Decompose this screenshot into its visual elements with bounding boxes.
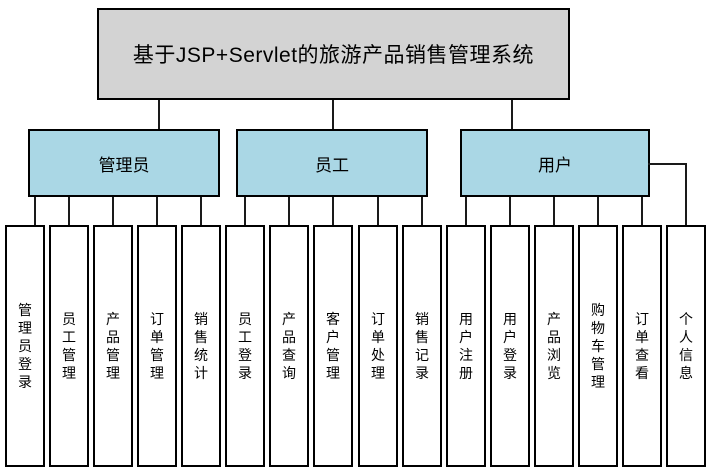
branch-admin-label: 管理员 bbox=[98, 155, 150, 175]
leaf-label: 产品浏览 bbox=[547, 311, 561, 381]
leaf-label: 客户管理 bbox=[326, 311, 340, 381]
leaf-label: 用户登录 bbox=[503, 311, 517, 381]
leaf-label: 产品管理 bbox=[106, 311, 120, 381]
connector-admin-leaf-3 bbox=[156, 197, 158, 225]
leaf-node-product-browse: 产品浏览 bbox=[534, 225, 574, 467]
branch-node-staff: 员工 bbox=[236, 129, 428, 197]
connector-admin-leaf-4 bbox=[200, 197, 202, 225]
connector-user-elbow-vertical bbox=[685, 163, 687, 225]
connector-user-leaf-1 bbox=[509, 197, 511, 225]
leaf-node-order-view: 订单查看 bbox=[622, 225, 662, 467]
leaf-node-order-process: 订单处理 bbox=[358, 225, 398, 467]
branch-staff-label: 员工 bbox=[315, 155, 349, 175]
connector-title-admin bbox=[158, 100, 160, 129]
leaf-label: 订单管理 bbox=[150, 311, 164, 381]
connector-staff-leaf-2 bbox=[332, 197, 334, 225]
leaf-label: 个人信息 bbox=[679, 311, 693, 381]
branch-node-user: 用户 bbox=[460, 129, 650, 197]
branch-user-label: 用户 bbox=[538, 155, 572, 175]
leaf-label: 产品查询 bbox=[282, 311, 296, 381]
leaf-node-user-login: 用户登录 bbox=[490, 225, 530, 467]
leaf-node-order-manage: 订单管理 bbox=[137, 225, 177, 467]
title-node: 基于JSP+Servlet的旅游产品销售管理系统 bbox=[97, 8, 570, 100]
leaf-label: 销售记录 bbox=[415, 311, 429, 381]
leaf-node-customer-manage: 客户管理 bbox=[313, 225, 353, 467]
connector-title-staff bbox=[332, 100, 334, 129]
connector-admin-leaf-0 bbox=[34, 197, 36, 225]
title-label: 基于JSP+Servlet的旅游产品销售管理系统 bbox=[132, 44, 535, 67]
leaf-node-product-manage: 产品管理 bbox=[93, 225, 133, 467]
leaf-node-user-register: 用户注册 bbox=[446, 225, 486, 467]
connector-staff-leaf-3 bbox=[377, 197, 379, 225]
branch-node-admin: 管理员 bbox=[28, 129, 220, 197]
connector-user-leaf-3 bbox=[597, 197, 599, 225]
leaf-label: 销售统计 bbox=[194, 311, 208, 381]
connector-staff-leaf-4 bbox=[421, 197, 423, 225]
leaf-label: 员工登录 bbox=[238, 311, 252, 381]
leaf-node-cart-manage: 购物车管理 bbox=[578, 225, 618, 467]
leaf-node-sales-record: 销售记录 bbox=[402, 225, 442, 467]
connector-user-elbow-horizontal bbox=[648, 163, 687, 165]
leaf-label: 用户注册 bbox=[459, 311, 473, 381]
leaf-node-staff-manage: 员工管理 bbox=[49, 225, 89, 467]
connector-title-user bbox=[511, 100, 513, 129]
leaf-node-personal-info: 个人信息 bbox=[666, 225, 706, 467]
leaf-label: 管理员登录 bbox=[18, 302, 32, 390]
connector-admin-leaf-1 bbox=[68, 197, 70, 225]
connector-staff-leaf-0 bbox=[244, 197, 246, 225]
leaf-label: 订单处理 bbox=[371, 311, 385, 381]
leaf-label: 购物车管理 bbox=[591, 302, 605, 390]
connector-user-leaf-2 bbox=[553, 197, 555, 225]
connector-admin-leaf-2 bbox=[112, 197, 114, 225]
leaf-node-product-query: 产品查询 bbox=[269, 225, 309, 467]
leaf-node-admin-login: 管理员登录 bbox=[5, 225, 45, 467]
connector-staff-leaf-1 bbox=[288, 197, 290, 225]
connector-user-leaf-0 bbox=[465, 197, 467, 225]
leaf-node-staff-login: 员工登录 bbox=[225, 225, 265, 467]
leaf-label: 订单查看 bbox=[635, 311, 649, 381]
leaf-label: 员工管理 bbox=[62, 311, 76, 381]
connector-user-leaf-4 bbox=[641, 197, 643, 225]
leaf-node-sales-stats: 销售统计 bbox=[181, 225, 221, 467]
